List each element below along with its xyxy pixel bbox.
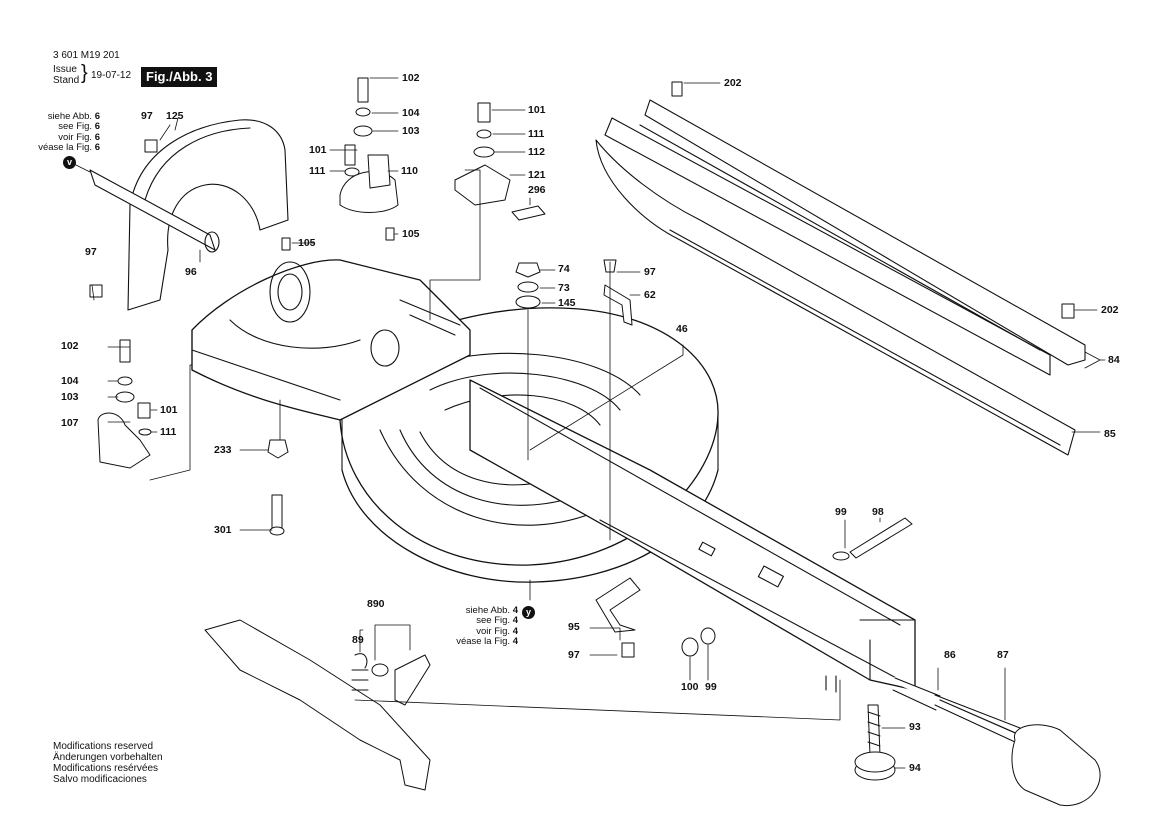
- footer-line: Salvo modificaciones: [53, 774, 147, 785]
- xref-fig-6: siehe Abb. 6 see Fig. 6 voir Fig. 6 véas…: [38, 111, 100, 153]
- part-label: 111: [309, 165, 326, 177]
- figure-label: Fig./Abb. 3: [141, 67, 218, 87]
- part-label: 86: [944, 649, 956, 661]
- footer-line: Modifications reserved: [53, 741, 154, 752]
- part-label: 301: [214, 524, 232, 536]
- main-housing: [191, 259, 471, 421]
- part-label: 85: [1104, 428, 1116, 440]
- part-label: 99: [705, 681, 717, 693]
- part-label: 233: [214, 444, 232, 456]
- part-label: 89: [352, 634, 364, 646]
- part-label: 97: [85, 246, 97, 258]
- part-label: 46: [676, 323, 688, 335]
- issue-date: 19-07-12: [91, 70, 132, 81]
- part-label: 62: [644, 289, 656, 301]
- part-label: 107: [61, 417, 79, 429]
- part-label: 104: [402, 107, 420, 119]
- footer-line: Modifications resérvées: [53, 763, 159, 774]
- part-label: 101: [309, 144, 327, 156]
- part-label: 102: [402, 72, 420, 84]
- part-label: 105: [298, 237, 316, 249]
- part-label: 95: [568, 621, 580, 633]
- part-label: 145: [558, 297, 576, 309]
- hardware: [89, 77, 1101, 806]
- part-label: 112: [528, 146, 545, 158]
- part-label: 110: [401, 165, 418, 177]
- xref-marker-v: v: [63, 156, 76, 169]
- footer-line: Änderungen vorbehalten: [53, 752, 163, 763]
- part-label: 73: [558, 282, 570, 294]
- xref-fig-4: siehe Abb. 4 see Fig. 4 voir Fig. 4 véas…: [456, 605, 518, 647]
- brace-icon: }: [81, 62, 88, 84]
- part-label: 105: [402, 228, 420, 240]
- part-label: 104: [61, 375, 79, 387]
- part-label: 202: [1101, 304, 1119, 316]
- part-label: 97: [644, 266, 656, 278]
- part-label: 121: [528, 169, 546, 181]
- part-label: 103: [61, 391, 79, 403]
- part-label: 102: [61, 340, 79, 352]
- part-label: 84: [1108, 354, 1120, 366]
- part-label: 93: [909, 721, 921, 733]
- rails: [595, 99, 1086, 456]
- part-label: 890: [367, 598, 385, 610]
- part-label: 97: [568, 649, 580, 661]
- modifications-note: Modifications reserved Änderungen vorbeh…: [53, 741, 163, 785]
- bevel-scale: [89, 119, 289, 311]
- part-label: 296: [528, 184, 546, 196]
- part-label: 96: [185, 266, 197, 278]
- part-label: 101: [160, 404, 178, 416]
- part-label: 100: [681, 681, 699, 693]
- part-label: 103: [402, 125, 420, 137]
- issue-label: Issue: [53, 64, 77, 75]
- part-label: 87: [997, 649, 1009, 661]
- part-label: 202: [724, 77, 742, 89]
- doc-number: 3 601 M19 201: [53, 50, 120, 61]
- part-label: 125: [166, 110, 184, 122]
- stand-label: Stand: [53, 75, 80, 86]
- turntable-arm: [469, 379, 916, 693]
- part-label: 98: [872, 506, 884, 518]
- part-label: 97: [141, 110, 153, 122]
- part-label: 111: [528, 128, 545, 140]
- xref-marker-y: y: [522, 606, 535, 619]
- part-label: 94: [909, 762, 921, 774]
- part-label: 99: [835, 506, 847, 518]
- part-label: 111: [160, 426, 177, 438]
- part-label: 101: [528, 104, 546, 116]
- part-label: 74: [558, 263, 570, 275]
